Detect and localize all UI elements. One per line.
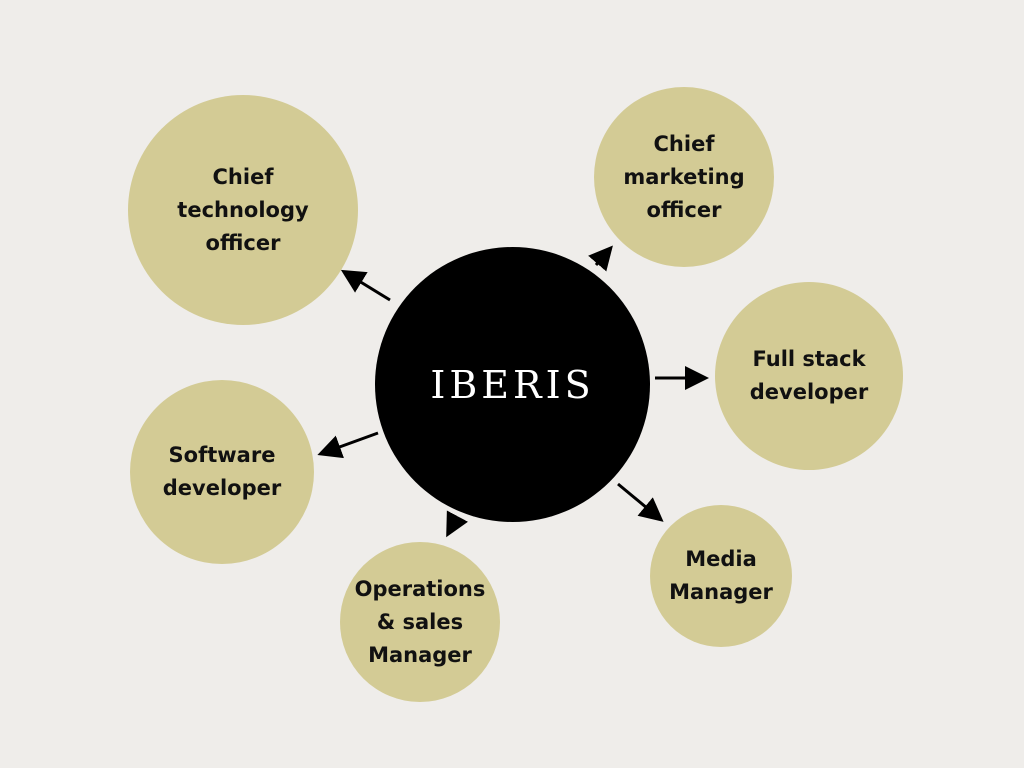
arrow-to-cmo [588,245,613,272]
role-label-software: Software developer [162,443,282,500]
role-node-fullstack: Full stack developer [715,282,903,470]
role-label-cto: Chief technology officer [177,164,309,255]
role-node-software: Software developer [130,380,314,564]
arrow-to-cto [340,269,391,302]
role-node-operations: Operations & sales Manager [340,542,500,702]
arrow-to-operations [446,510,469,538]
role-label-media: Media Manager [669,547,773,604]
role-node-media: Media Manager [650,505,792,647]
role-label-cmo: Chief marketing officer [623,131,745,222]
role-label-fullstack: Full stack developer [749,347,869,404]
center-label: IBERIS [430,362,595,407]
role-node-cmo: Chief marketing officer [594,87,774,267]
arrow-to-media [617,482,664,522]
center-node: IBERIS [375,247,650,522]
role-node-cto: Chief technology officer [128,95,358,325]
arrow-to-software [317,431,379,459]
role-label-operations: Operations & sales Manager [354,576,486,667]
